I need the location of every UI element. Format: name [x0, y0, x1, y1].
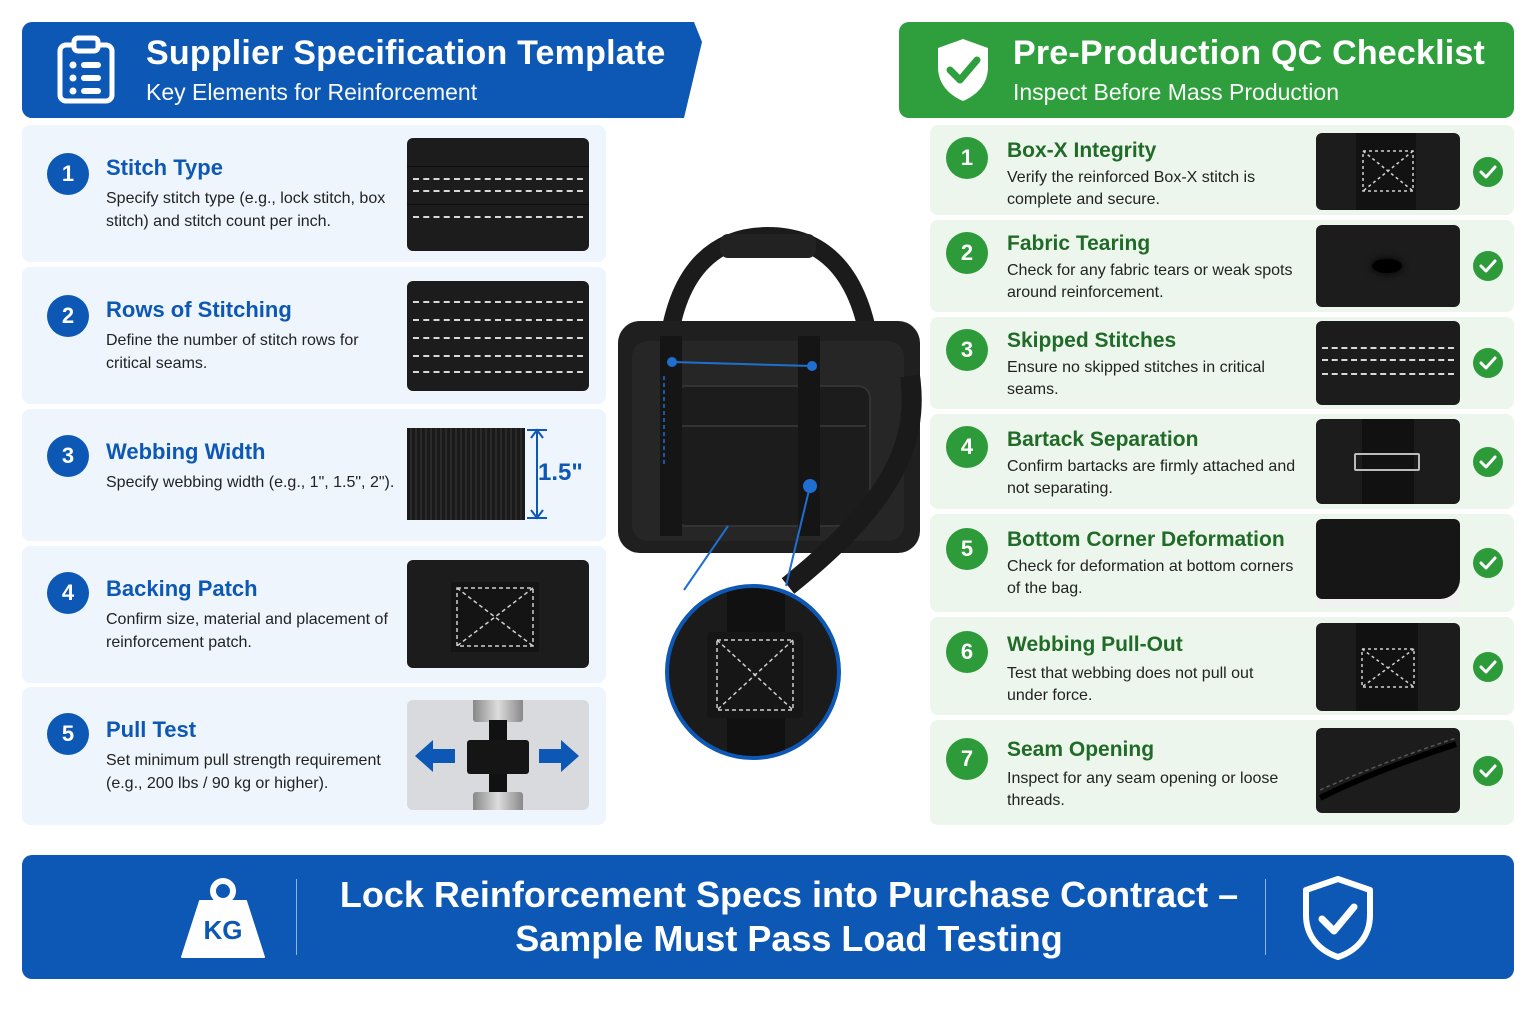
- qc-title: Bartack Separation: [1007, 428, 1199, 451]
- spec-card-rows-of-stitching: 2 Rows of Stitching Define the number of…: [22, 267, 606, 404]
- check-icon: [1473, 251, 1503, 281]
- box-x-integrity-image: [1316, 133, 1460, 210]
- spec-description: Define the number of stitch rows for cri…: [106, 332, 359, 372]
- arrow-left-icon: [415, 740, 455, 772]
- spec-description: Set minimum pull strength requirement (e…: [106, 752, 381, 792]
- kg-weight-icon: KG: [178, 877, 268, 959]
- qc-card-bartack-separation: 4 Bartack Separation Confirm bartacks ar…: [930, 414, 1514, 509]
- qc-card-bottom-corner-deformation: 5 Bottom Corner Deformation Check for de…: [930, 514, 1514, 612]
- stitch-type-image: [407, 138, 589, 251]
- step-number: 1: [47, 153, 89, 195]
- check-icon: [1473, 157, 1503, 187]
- spec-description: Specify webbing width (e.g., 1", 1.5", 2…: [106, 474, 395, 491]
- check-icon: [1473, 447, 1503, 477]
- qc-title: Seam Opening: [1007, 738, 1155, 761]
- box-x-stitch-zoom: [665, 584, 841, 760]
- check-icon: [1473, 548, 1503, 578]
- qc-description: Ensure no skipped stitches in critical s…: [1007, 359, 1265, 398]
- step-number: 4: [946, 426, 988, 468]
- backing-patch-image: [407, 560, 589, 668]
- spec-title: Pull Test: [106, 717, 197, 742]
- qc-title: Box-X Integrity: [1007, 139, 1157, 162]
- spec-description: Confirm size, material and placement of …: [106, 611, 388, 651]
- webbing-pull-out-image: [1316, 623, 1460, 711]
- bottom-banner: KG Lock Reinforcement Specs into Purchas…: [22, 855, 1514, 979]
- step-number: 5: [47, 713, 89, 755]
- qc-title: Bottom Corner Deformation: [1007, 528, 1285, 551]
- webbing-width-image: [407, 428, 525, 520]
- clipboard-list-icon: [40, 22, 132, 118]
- divider: [1265, 879, 1266, 955]
- step-number: 4: [47, 572, 89, 614]
- qc-card-webbing-pull-out: 6 Webbing Pull-Out Test that webbing doe…: [930, 617, 1514, 715]
- step-number: 6: [946, 631, 988, 673]
- qc-title: Fabric Tearing: [1007, 232, 1151, 255]
- spec-card-pull-test: 5 Pull Test Set minimum pull strength re…: [22, 687, 606, 825]
- shield-check-icon: [1302, 875, 1374, 966]
- qc-checklist-subtitle: Inspect Before Mass Production: [1013, 79, 1339, 105]
- spec-title: Stitch Type: [106, 155, 223, 180]
- bottom-corner-image: [1316, 519, 1460, 607]
- qc-description: Inspect for any seam opening or loose th…: [1007, 770, 1279, 809]
- check-icon: [1473, 348, 1503, 378]
- step-number: 3: [47, 435, 89, 477]
- banner-line-1: Lock Reinforcement Specs into Purchase C…: [339, 874, 1239, 915]
- step-number: 2: [946, 232, 988, 274]
- qc-description: Check for any fabric tears or weak spots…: [1007, 262, 1293, 301]
- qc-description: Verify the reinforced Box-X stitch is co…: [1007, 169, 1256, 208]
- qc-card-skipped-stitches: 3 Skipped Stitches Ensure no skipped sti…: [930, 317, 1514, 409]
- step-number: 2: [47, 295, 89, 337]
- step-number: 3: [946, 329, 988, 371]
- step-number: 7: [946, 738, 988, 780]
- qc-checklist-title: Pre-Production QC Checklist: [1013, 34, 1486, 72]
- spec-description: Specify stitch type (e.g., lock stitch, …: [106, 190, 386, 230]
- spec-card-backing-patch: 4 Backing Patch Confirm size, material a…: [22, 546, 606, 683]
- bartack-separation-image: [1316, 419, 1460, 504]
- qc-description: Confirm bartacks are firmly attached and…: [1007, 458, 1296, 497]
- step-number: 5: [946, 528, 988, 570]
- fabric-tearing-image: [1316, 225, 1460, 307]
- qc-card-fabric-tearing: 2 Fabric Tearing Check for any fabric te…: [930, 220, 1514, 312]
- spec-template-header: Supplier Specification Template Key Elem…: [22, 22, 702, 118]
- spec-title: Webbing Width: [106, 439, 266, 464]
- check-icon: [1473, 652, 1503, 682]
- step-number: 1: [946, 137, 988, 179]
- qc-title: Webbing Pull-Out: [1007, 633, 1183, 656]
- spec-template-title: Supplier Specification Template: [146, 34, 666, 72]
- qc-checklist-header: Pre-Production QC Checklist Inspect Befo…: [899, 22, 1514, 118]
- pull-test-image: [407, 700, 589, 810]
- qc-title: Skipped Stitches: [1007, 329, 1177, 352]
- measurement-arrow-icon: [527, 428, 547, 520]
- qc-card-box-x-integrity: 1 Box-X Integrity Verify the reinforced …: [930, 125, 1514, 215]
- webbing-width-value: 1.5": [538, 459, 583, 486]
- spec-title: Backing Patch: [106, 576, 258, 601]
- rows-of-stitching-image: [407, 281, 589, 391]
- spec-card-stitch-type: 1 Stitch Type Specify stitch type (e.g.,…: [22, 125, 606, 262]
- qc-description: Check for deformation at bottom corners …: [1007, 558, 1294, 597]
- seam-opening-image: [1316, 728, 1460, 813]
- spec-card-webbing-width: 3 Webbing Width Specify webbing width (e…: [22, 409, 606, 541]
- spec-title: Rows of Stitching: [106, 297, 292, 322]
- banner-line-2: Sample Must Pass Load Testing: [515, 918, 1063, 959]
- check-icon: [1473, 756, 1503, 786]
- kg-label: KG: [203, 915, 243, 945]
- skipped-stitches-image: [1316, 321, 1460, 405]
- arrow-right-icon: [539, 740, 579, 772]
- divider: [296, 879, 297, 955]
- duffel-bag-illustration: [618, 226, 922, 594]
- qc-card-seam-opening: 7 Seam Opening Inspect for any seam open…: [930, 720, 1514, 825]
- qc-description: Test that webbing does not pull out unde…: [1007, 665, 1254, 704]
- banner-message: Lock Reinforcement Specs into Purchase C…: [312, 873, 1266, 961]
- shield-check-icon: [917, 22, 1009, 118]
- spec-template-subtitle: Key Elements for Reinforcement: [146, 79, 478, 105]
